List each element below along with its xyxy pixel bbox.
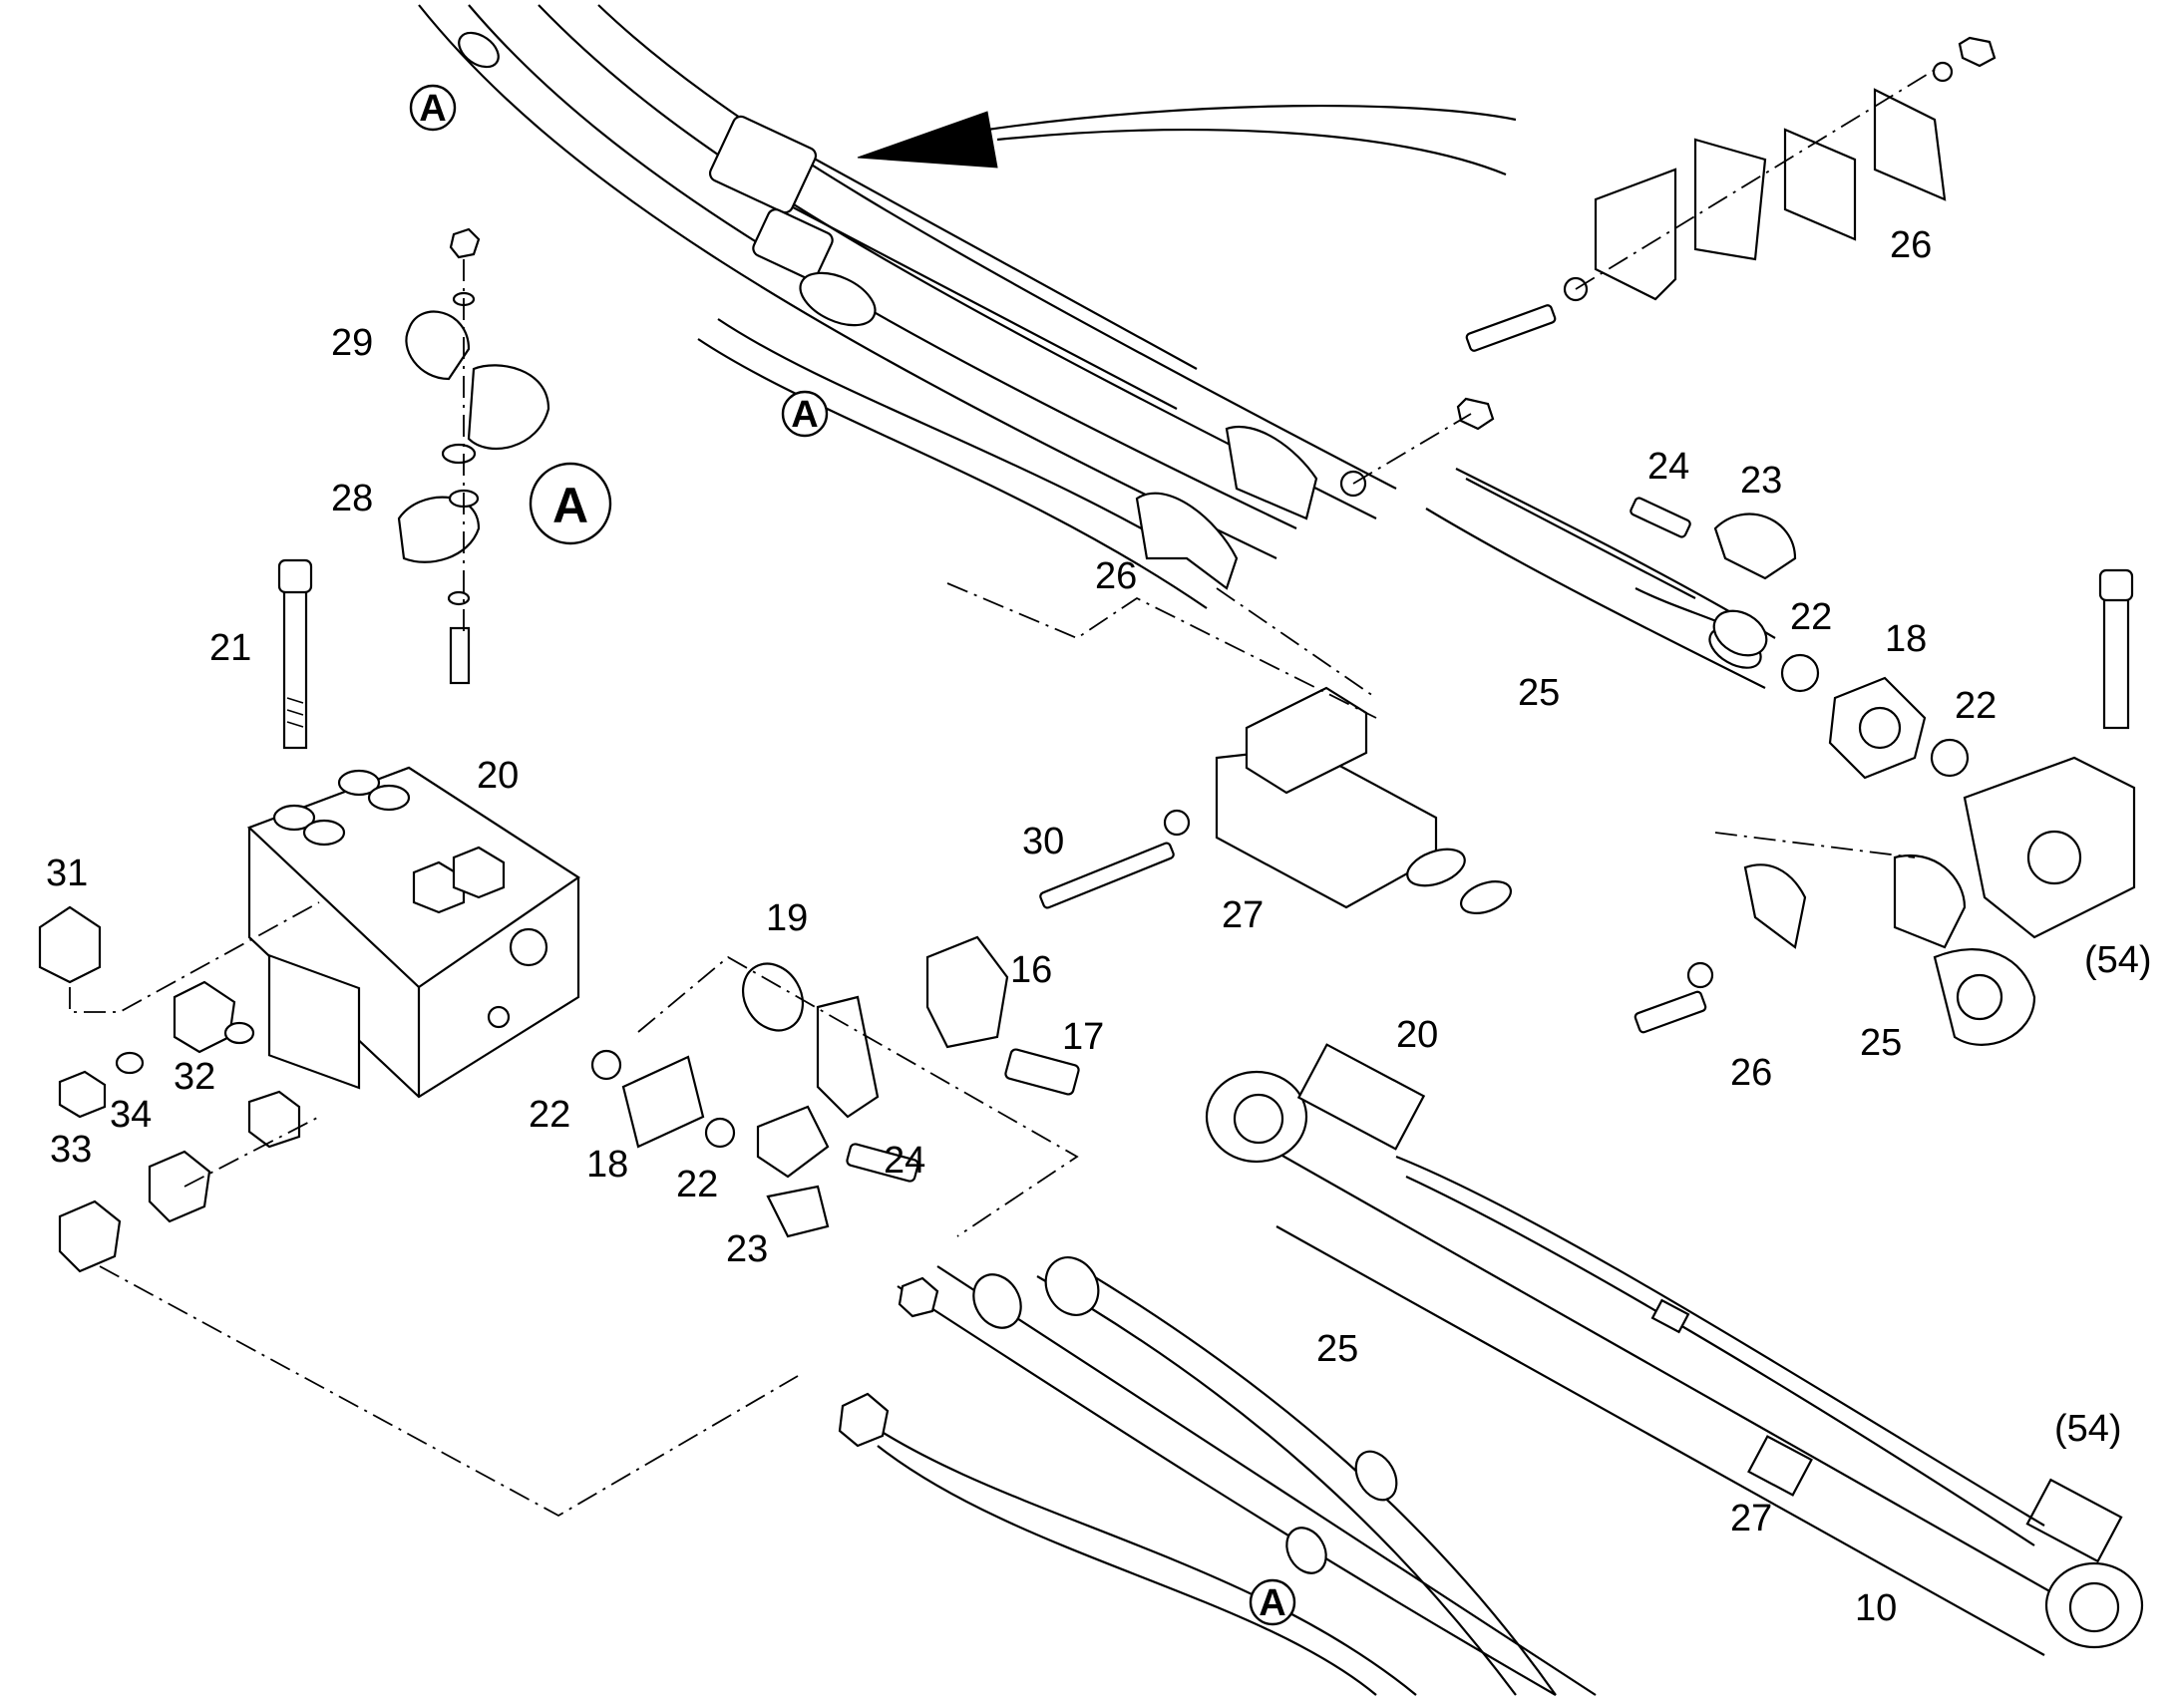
svg-text:A: A <box>419 88 446 130</box>
flange-parts-16-24 <box>590 935 1080 1238</box>
callout-a-2: A <box>781 390 829 438</box>
label-10: 10 <box>1855 1587 1897 1629</box>
label-29: 29 <box>331 322 373 364</box>
label-27-mid: 27 <box>1222 894 1264 936</box>
label-28: 28 <box>331 478 373 519</box>
label-19: 19 <box>766 897 808 939</box>
label-20-left: 20 <box>477 755 519 797</box>
label-16: 16 <box>1010 949 1052 991</box>
label-54-right: (54) <box>2084 939 2152 981</box>
bracket-27-and-bolt-30 <box>946 582 1512 914</box>
valve-block-20 <box>246 766 580 1099</box>
label-22-b: 22 <box>676 1164 718 1205</box>
label-22-d: 22 <box>1955 685 1997 727</box>
part-labels: 29 28 21 20 31 32 34 33 22 18 22 23 24 1… <box>46 224 2152 1629</box>
callout-a-3-large: A <box>529 462 612 545</box>
label-33: 33 <box>50 1129 92 1171</box>
bolt-21 <box>277 558 313 750</box>
label-18-right: 18 <box>1885 618 1927 660</box>
direction-arrow <box>857 104 1517 176</box>
label-34: 34 <box>110 1094 152 1136</box>
label-23-right: 23 <box>1740 460 1782 502</box>
label-26-top: 26 <box>1890 224 1932 266</box>
label-25-bottom: 25 <box>1316 1328 1358 1370</box>
label-27-bottom: 27 <box>1730 1498 1772 1539</box>
label-24-left: 24 <box>884 1140 925 1182</box>
callout-a-4: A <box>1249 1578 1296 1626</box>
right-pipe-sections <box>1425 468 1776 689</box>
pipe-clamps-28-29 <box>397 227 550 685</box>
label-26-right: 26 <box>1730 1052 1772 1094</box>
label-25-right: 25 <box>1860 1022 1902 1064</box>
label-30: 30 <box>1022 821 1064 862</box>
label-20-right: 20 <box>1396 1014 1438 1056</box>
label-18-left: 18 <box>586 1144 628 1186</box>
lower-hose-bundle <box>838 1256 1597 1696</box>
upper-hose-bundle <box>418 4 1397 609</box>
svg-text:A: A <box>791 394 818 436</box>
fittings-31-34 <box>38 901 799 1518</box>
right-flange-parts <box>1630 497 2136 1046</box>
svg-text:A: A <box>1259 1582 1285 1624</box>
label-21: 21 <box>209 627 251 669</box>
clamp-26-middle <box>1135 397 1495 699</box>
label-22-a: 22 <box>529 1094 570 1136</box>
callout-a-1: A <box>409 84 457 132</box>
svg-text:A: A <box>552 478 588 533</box>
clamp-26-top <box>1465 36 1997 352</box>
label-23-left: 23 <box>726 1228 768 1270</box>
hydraulic-cylinder-10 <box>1205 1043 2144 1656</box>
label-26-mid: 26 <box>1095 555 1137 597</box>
label-54-bottom: (54) <box>2054 1408 2122 1450</box>
label-32: 32 <box>174 1056 215 1098</box>
label-17: 17 <box>1062 1016 1104 1058</box>
label-31: 31 <box>46 853 88 894</box>
label-24-right: 24 <box>1647 446 1689 488</box>
label-22-c: 22 <box>1790 596 1832 638</box>
label-25-top: 25 <box>1518 672 1560 714</box>
